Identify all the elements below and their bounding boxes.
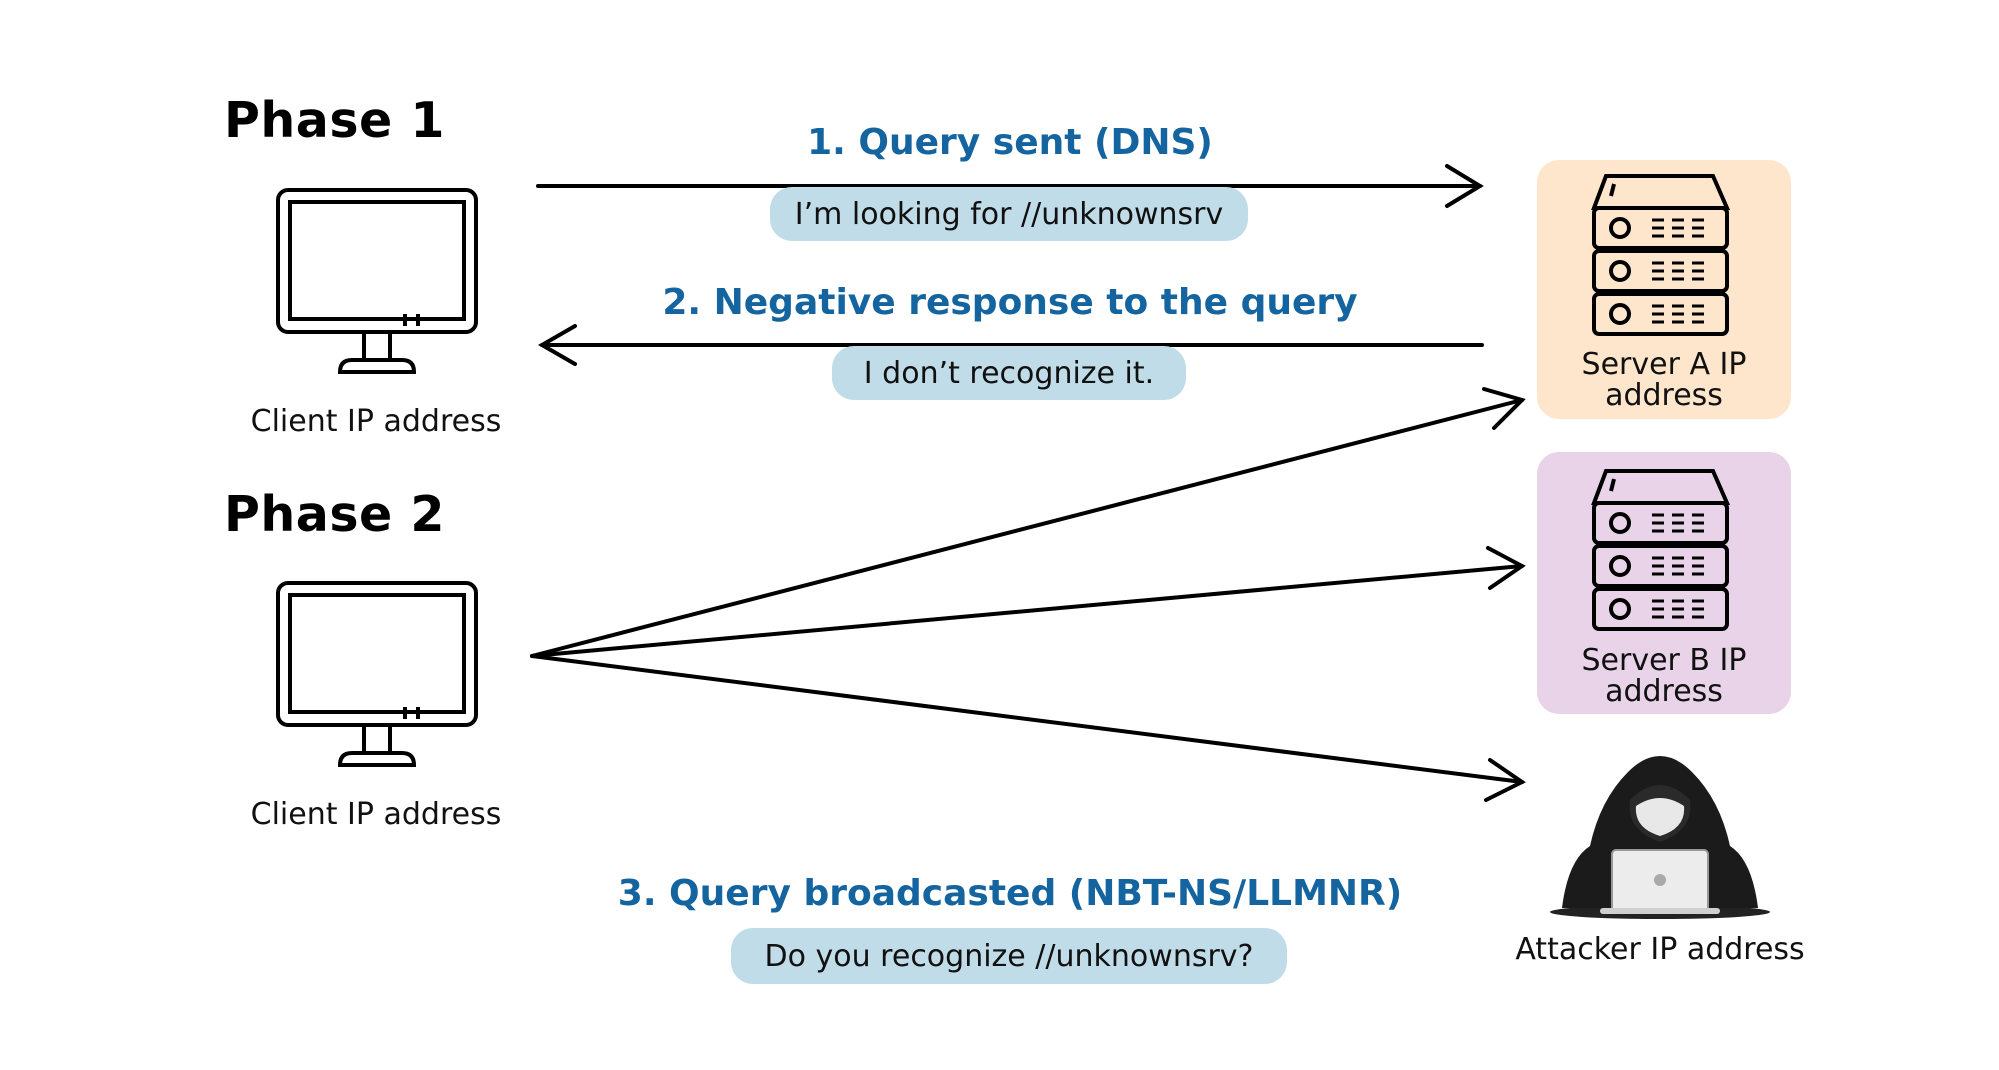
broadcast-arrows xyxy=(530,387,1526,802)
step-3-message: Do you recognize //unknownsrv? xyxy=(731,928,1287,984)
monitor-icon xyxy=(276,581,478,767)
server-b-label: Server B IP address xyxy=(1581,643,1747,709)
phase-2-heading: Phase 2 xyxy=(224,486,445,543)
monitor-icon xyxy=(276,188,478,374)
step-1-title: 1. Query sent (DNS) xyxy=(807,122,1213,163)
step-3-title: 3. Query broadcasted (NBT-NS/LLMNR) xyxy=(617,873,1403,914)
step-1-message: I’m looking for //unknownsrv xyxy=(770,187,1248,241)
client-label-phase-1: Client IP address xyxy=(250,404,502,439)
server-icon xyxy=(1591,174,1731,336)
step-2-title: 2. Negative response to the query xyxy=(662,282,1358,323)
phase-1-heading: Phase 1 xyxy=(224,92,445,149)
server-icon xyxy=(1591,469,1731,631)
step-2-message: I don’t recognize it. xyxy=(832,346,1186,400)
client-label-phase-2: Client IP address xyxy=(250,797,502,832)
hooded-attacker-icon xyxy=(1550,756,1770,919)
server-a-label: Server A IP address xyxy=(1581,347,1747,413)
arrow-right-icon xyxy=(536,164,1484,208)
arrow-left-icon xyxy=(537,324,1484,366)
attacker-label: Attacker IP address xyxy=(1515,932,1805,967)
